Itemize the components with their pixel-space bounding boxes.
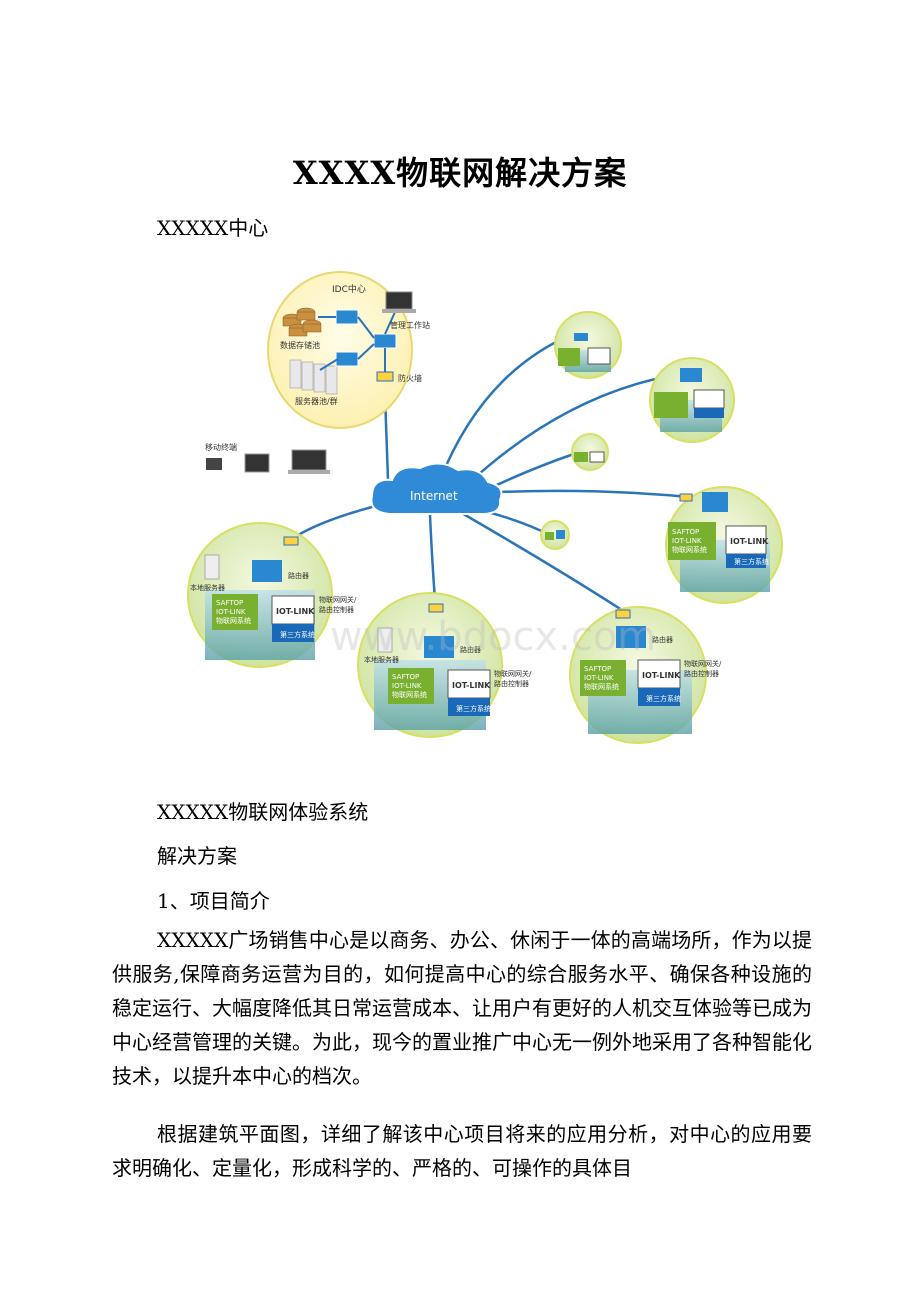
heading-experience-system: XXXXX物联网体验系统 <box>157 800 369 824</box>
internet-cloud: Internet <box>370 462 503 515</box>
svg-text:第三方系统: 第三方系统 <box>280 630 315 639</box>
svg-text:IOT-LINK: IOT-LINK <box>672 537 702 545</box>
svg-text:IOT-LINK: IOT-LINK <box>730 537 769 546</box>
svg-text:路由控制器: 路由控制器 <box>684 669 719 678</box>
site-small-1 <box>554 311 622 379</box>
svg-text:路由控制器: 路由控制器 <box>494 679 529 688</box>
firewall-label: 防火墙 <box>398 373 422 383</box>
site-center: 本地服务器 路由器 SAFTOP IOT-LINK 物联网系统 IOT-LINK… <box>357 592 532 738</box>
site-right: SAFTOP IOT-LINK 物联网系统 IOT-LINK 第三方系统 <box>665 486 783 604</box>
svg-text:IOT-LINK: IOT-LINK <box>452 681 491 690</box>
heading-solution: 解决方案 <box>157 844 237 868</box>
network-links <box>289 338 701 614</box>
svg-text:路由器: 路由器 <box>652 635 673 644</box>
mobile-terminals: 移动终端 <box>205 442 330 474</box>
svg-text:第三方系统: 第三方系统 <box>456 704 491 713</box>
svg-text:第三方系统: 第三方系统 <box>734 557 769 566</box>
svg-text:IOT-LINK: IOT-LINK <box>642 671 681 680</box>
subtitle: XXXXX中心 <box>157 216 269 240</box>
paragraph-analysis: 根据建筑平面图，详细了解该中心项目将来的应用分析，对中心的应用要求明确化、定量化… <box>112 1122 812 1180</box>
idc-center: IDC中心 数据存储池 服务器池/群 管理工作站 <box>267 271 430 429</box>
svg-text:第三方系统: 第三方系统 <box>646 694 681 703</box>
svg-text:IOT-LINK: IOT-LINK <box>216 608 246 616</box>
svg-text:物联网网关/: 物联网网关/ <box>684 659 722 668</box>
svg-text:SAFTOP: SAFTOP <box>216 599 243 607</box>
document-title: XXXX物联网解决方案 <box>292 154 628 192</box>
svg-text:物联网网关/: 物联网网关/ <box>494 669 532 678</box>
paragraph-intro: XXXXX广场销售中心是以商务、办公、休闲于一体的高端场所，作为以提供服务,保障… <box>112 928 812 1088</box>
servers-label: 服务器池/群 <box>295 396 338 406</box>
site-small-3 <box>571 433 609 471</box>
svg-text:SAFTOP: SAFTOP <box>672 528 699 536</box>
watermark: www.bdocx.com <box>330 614 656 660</box>
site-small-2 <box>649 357 735 443</box>
svg-text:IOT-LINK: IOT-LINK <box>392 682 422 690</box>
svg-text:路由器: 路由器 <box>288 571 309 580</box>
mobile-label: 移动终端 <box>205 442 237 452</box>
svg-text:IOT-LINK: IOT-LINK <box>276 607 315 616</box>
storage-label: 数据存储池 <box>280 340 320 350</box>
svg-text:物联网系统: 物联网系统 <box>216 616 251 625</box>
svg-text:SAFTOP: SAFTOP <box>392 673 419 681</box>
svg-text:IOT-LINK: IOT-LINK <box>584 674 614 682</box>
mgmt-label: 管理工作站 <box>390 320 430 330</box>
svg-text:物联网网关/: 物联网网关/ <box>319 595 357 604</box>
svg-text:物联网系统: 物联网系统 <box>392 690 427 699</box>
svg-text:物联网系统: 物联网系统 <box>584 682 619 691</box>
section-heading: 1、项目简介 <box>157 889 270 913</box>
site-left: 本地服务器 路由器 SAFTOP IOT-LINK 物联网系统 IOT-LINK… <box>187 522 357 668</box>
internet-label: Internet <box>410 489 458 503</box>
site-small-4 <box>540 520 570 550</box>
svg-text:本地服务器: 本地服务器 <box>364 655 399 664</box>
site-bottom-right: 路由器 SAFTOP IOT-LINK 物联网系统 IOT-LINK 第三方系统… <box>569 606 722 744</box>
svg-text:路由控制器: 路由控制器 <box>319 605 354 614</box>
idc-label: IDC中心 <box>332 283 366 295</box>
svg-text:本地服务器: 本地服务器 <box>190 583 225 592</box>
svg-text:路由器: 路由器 <box>460 645 481 654</box>
svg-text:物联网系统: 物联网系统 <box>672 545 707 554</box>
svg-text:SAFTOP: SAFTOP <box>584 665 611 673</box>
